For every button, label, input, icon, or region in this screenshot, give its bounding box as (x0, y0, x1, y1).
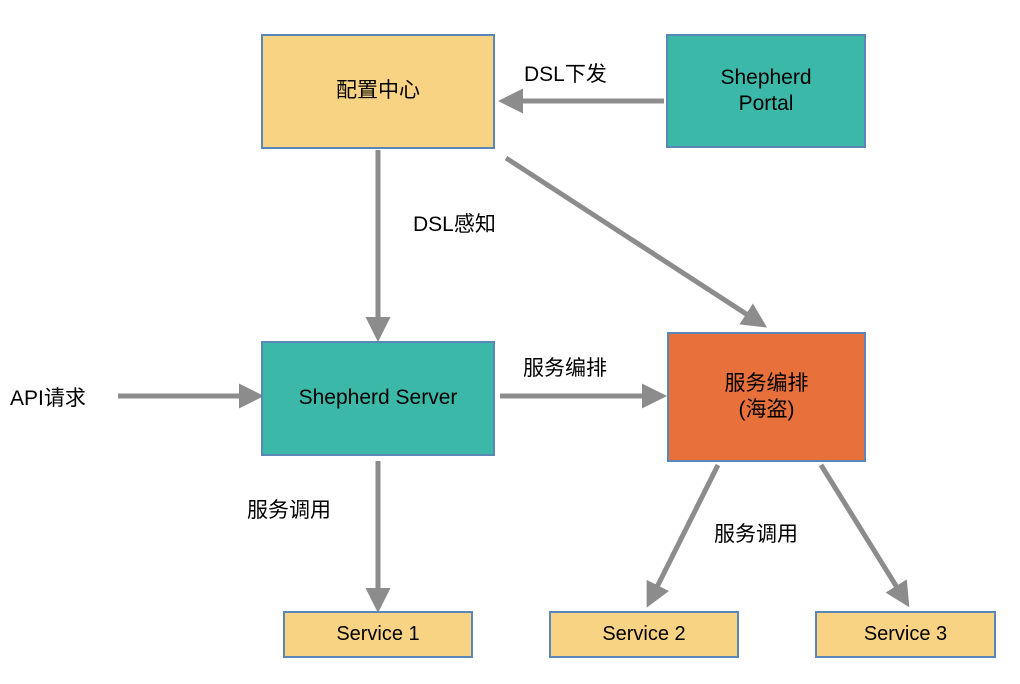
node-shepherd-portal-label: Shepherd Portal (720, 65, 812, 115)
edge-label-call-service-1: 服务调用 (247, 499, 331, 522)
node-shepherd-server[interactable]: Shepherd Server (261, 341, 495, 456)
node-service-2-label: Service 2 (602, 623, 686, 645)
node-shepherd-server-label: Shepherd Server (298, 386, 458, 410)
node-config-center-label: 配置中心 (336, 79, 420, 103)
node-service-1-label: Service 1 (336, 623, 420, 645)
edge-label-call-service-2-3: 服务调用 (714, 523, 798, 546)
node-service-orchestrate[interactable]: 服务编排 (海盗) (667, 332, 866, 462)
node-service-3[interactable]: Service 3 (815, 611, 996, 658)
edge-config-to-orchestrate (504, 155, 768, 328)
node-config-center[interactable]: 配置中心 (261, 34, 495, 149)
node-service-1[interactable]: Service 1 (283, 611, 473, 658)
node-service-2[interactable]: Service 2 (549, 611, 739, 658)
edge-label-api-request: API请求 (10, 387, 86, 410)
edge-call-service-3 (818, 463, 910, 608)
node-service-3-label: Service 3 (863, 623, 948, 645)
edge-label-dsl-aware: DSL感知 (413, 213, 496, 236)
edge-label-dsl-publish: DSL下发 (524, 63, 607, 86)
edge-label-orchestrate: 服务编排 (523, 357, 607, 380)
node-service-orchestrate-label: 服务编排 (海盗) (724, 371, 809, 421)
edge-call-service-2 (646, 463, 721, 608)
node-shepherd-portal[interactable]: Shepherd Portal (666, 34, 866, 148)
